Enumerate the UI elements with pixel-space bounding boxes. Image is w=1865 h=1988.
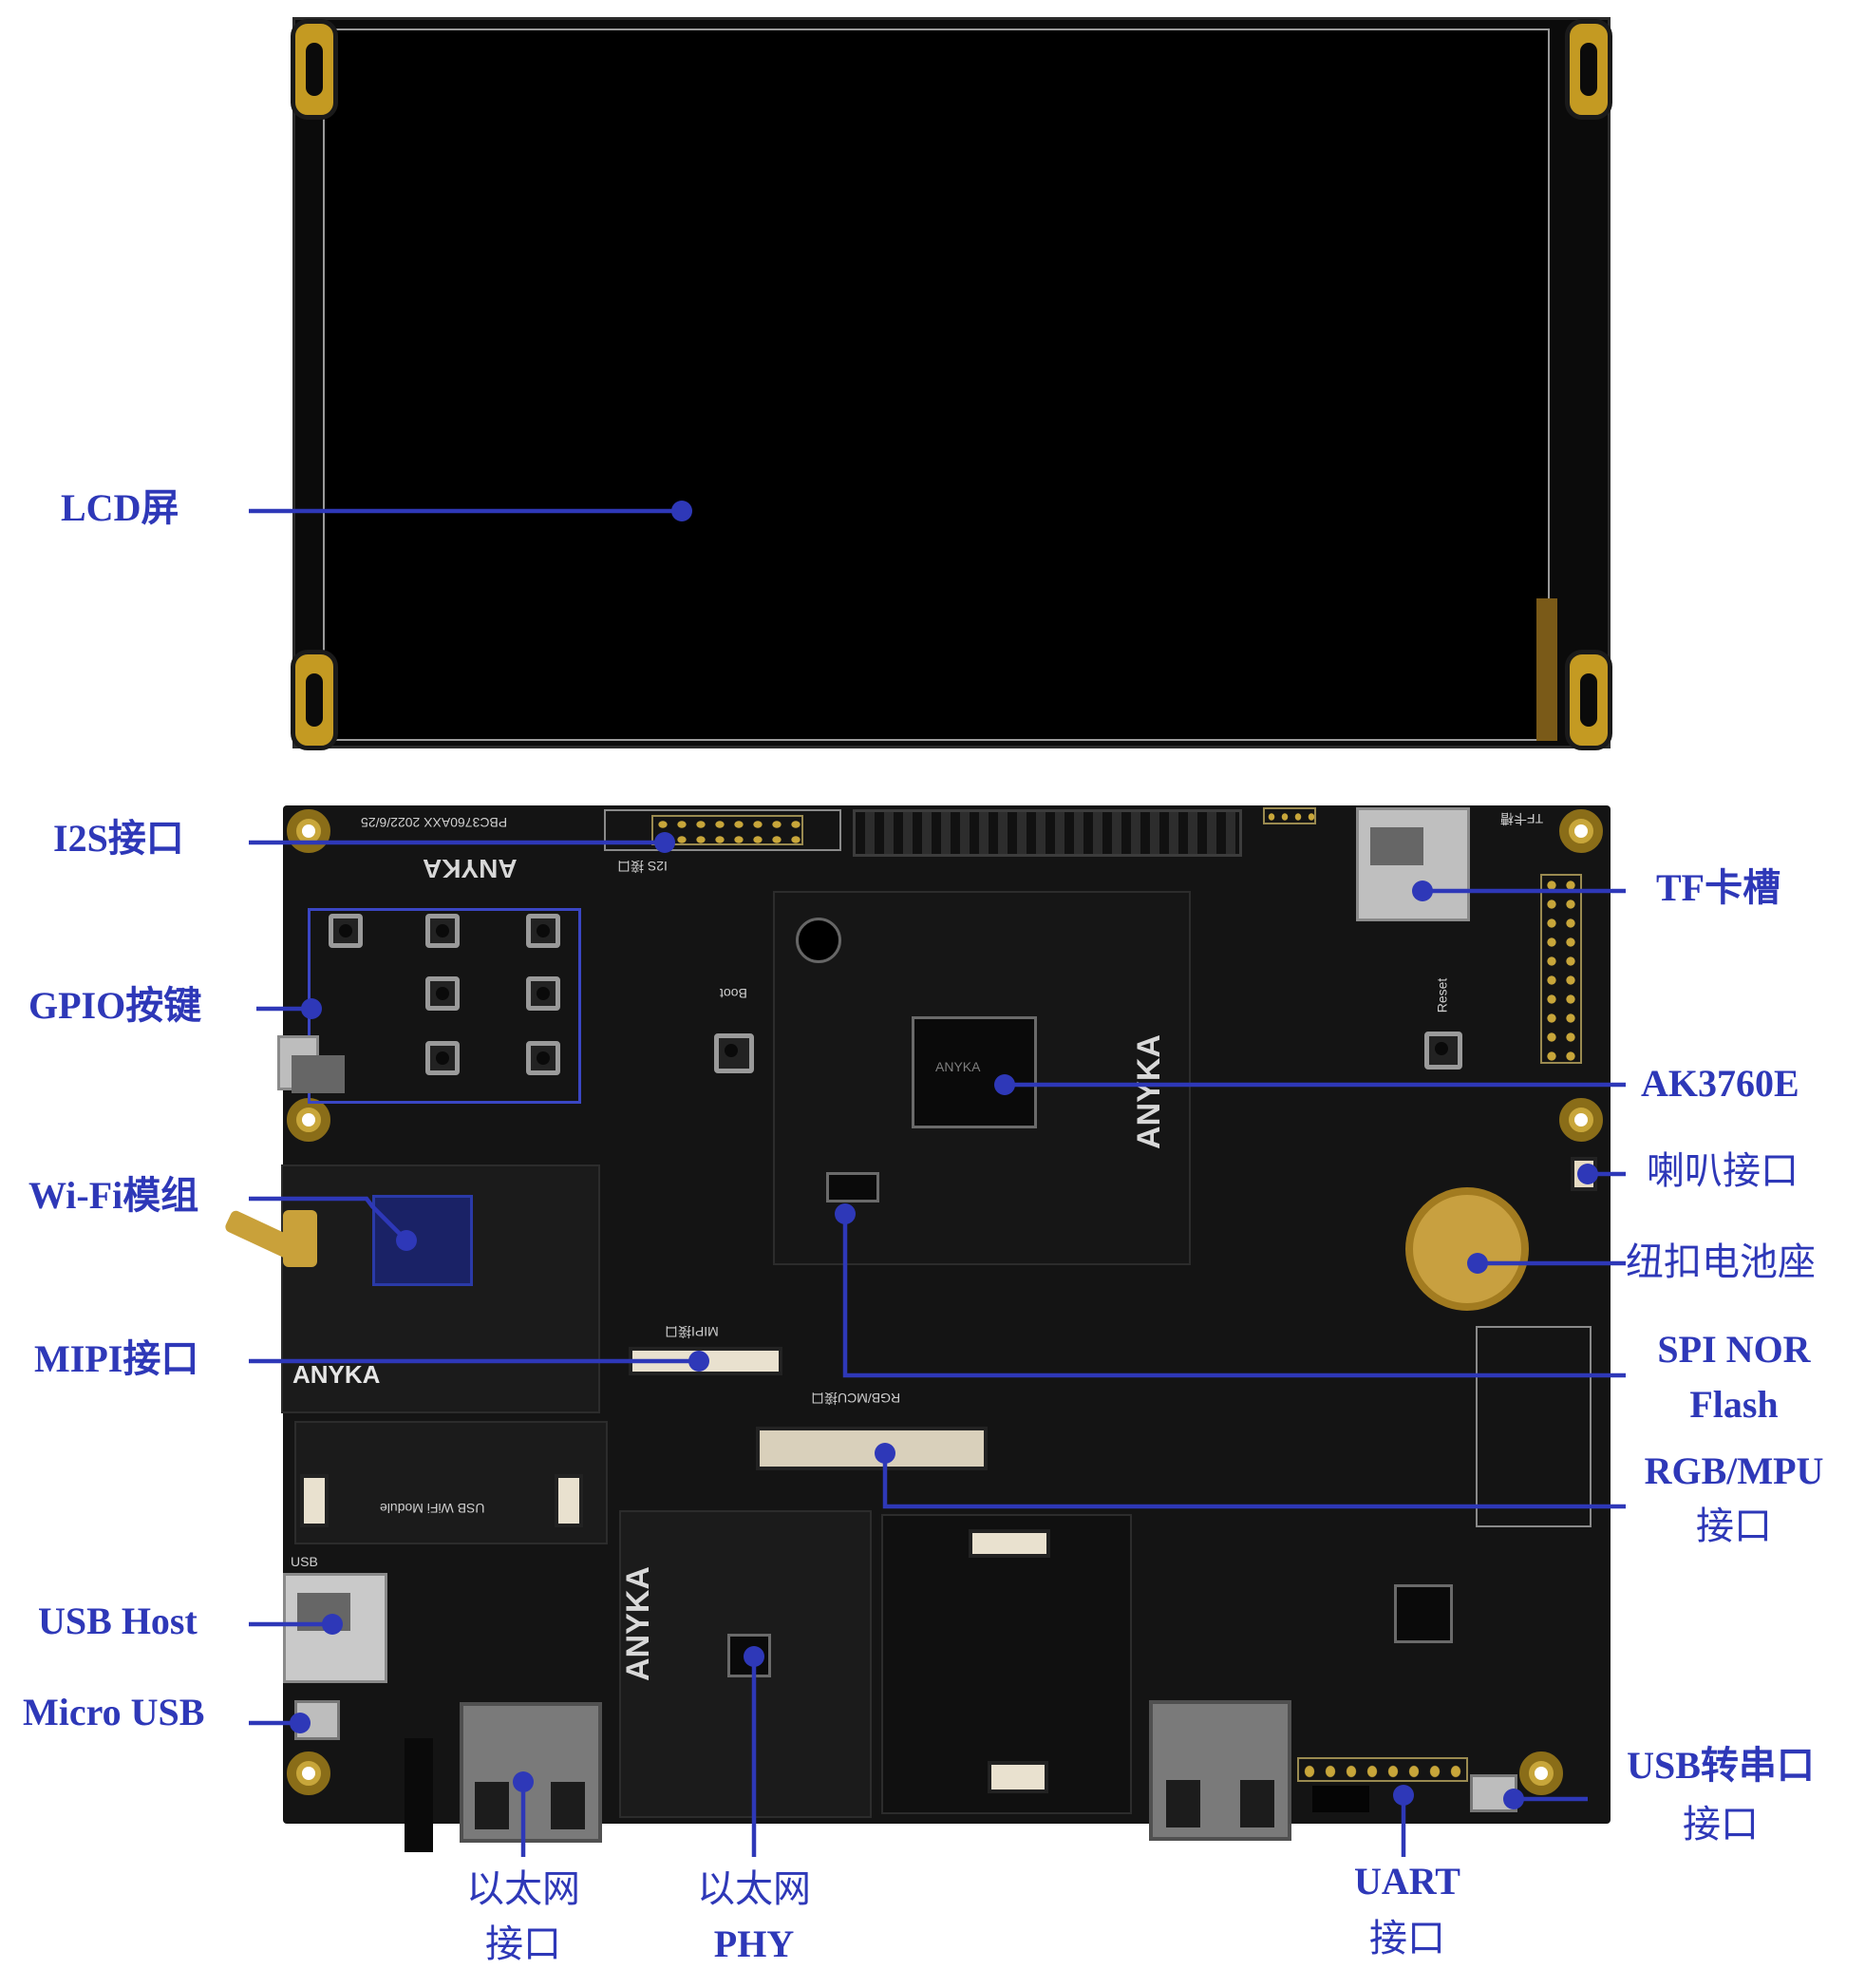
uart-dot [1393, 1785, 1414, 1806]
phy-dot [744, 1646, 764, 1667]
uart-switch [1312, 1786, 1369, 1812]
label-usb-host: USB Host [38, 1600, 198, 1642]
wifi-dot [396, 1230, 417, 1251]
label-lcd: LCD屏 [61, 486, 179, 529]
power-switch[interactable] [277, 1035, 345, 1093]
label-spi-line1: SPI NOR [1657, 1328, 1811, 1371]
battery-dot [1467, 1253, 1488, 1274]
usb-host-dot [322, 1614, 343, 1635]
gpio-button[interactable] [526, 914, 560, 948]
label-mipi: MIPI接口 [34, 1337, 199, 1380]
gpio-button[interactable] [425, 1041, 460, 1075]
lcd-screen [323, 28, 1550, 741]
label-speaker: 喇叭接口 [1647, 1149, 1799, 1192]
wifi-module-chip [372, 1195, 473, 1286]
coin-cell-holder [1405, 1187, 1529, 1311]
i2s-header [651, 815, 803, 845]
rgb-leader [882, 1453, 1626, 1509]
label-rgb-line2: 接口 [1696, 1505, 1772, 1547]
ethernet-dot [513, 1771, 534, 1792]
usb-serial-chip [1394, 1584, 1453, 1643]
chip-marking: ANYKA [935, 1059, 981, 1074]
pin-header-small [1263, 807, 1316, 824]
label-wifi: Wi-Fi模组 [28, 1174, 199, 1217]
label-usb-serial-line2: 接口 [1683, 1803, 1759, 1846]
label-uart-line1: UART [1354, 1860, 1460, 1903]
lcd-mount-tab [1565, 650, 1612, 750]
rj45-port-opening [551, 1782, 585, 1829]
rj45-port-opening [1240, 1780, 1274, 1827]
usb-silkscreen: USB [291, 1554, 318, 1569]
lcd-mount-tab [1565, 19, 1612, 120]
usb-wifi-socket [555, 1474, 583, 1527]
gpio-button[interactable] [329, 914, 363, 948]
label-tf: TF卡槽 [1656, 866, 1781, 909]
tf-card-slot[interactable] [1356, 807, 1470, 921]
wifi-module-board [281, 1164, 600, 1413]
sdio-socket [988, 1761, 1048, 1793]
label-spi-line2: Flash [1689, 1383, 1779, 1426]
gpio-dot [301, 998, 322, 1019]
lcd-mount-tab [291, 19, 338, 120]
buzzer [796, 918, 841, 963]
wifi-leader [249, 1196, 406, 1240]
gpio-button[interactable] [526, 1041, 560, 1075]
right-pin-header [1540, 874, 1582, 1064]
label-ethernet-line2: 接口 [485, 1922, 561, 1965]
label-battery: 纽扣电池座 [1626, 1240, 1816, 1283]
label-ethernet-line1: 以太网 [466, 1867, 580, 1910]
label-micro-usb: Micro USB [23, 1691, 205, 1733]
gpio-button[interactable] [425, 976, 460, 1011]
ak3760e-chip [912, 1016, 1037, 1128]
rgb-dot [875, 1443, 895, 1464]
dc-jack [405, 1738, 433, 1852]
gpio-button[interactable] [526, 976, 560, 1011]
sma-jack [283, 1210, 317, 1267]
label-gpio: GPIO按键 [28, 984, 202, 1027]
tf-dot [1412, 880, 1433, 901]
boot-button[interactable] [714, 1033, 754, 1073]
antenna-keepout [1476, 1326, 1592, 1527]
label-phy-line1: 以太网 [697, 1867, 811, 1910]
mounting-hole [1519, 1751, 1563, 1795]
label-ak3760e: AK3760E [1641, 1062, 1799, 1105]
rgb-mpu-connector [756, 1427, 988, 1470]
label-rgb-line1: RGB/MPU [1644, 1449, 1824, 1492]
lcd-flex-cable [1536, 598, 1557, 741]
expansion-header [853, 809, 1242, 857]
usb-serial-dot [1503, 1789, 1524, 1809]
label-uart-line2: 接口 [1369, 1917, 1445, 1960]
usb-wifi-socket [300, 1474, 329, 1527]
speaker-dot [1577, 1164, 1598, 1184]
label-usb-serial-line1: USB转串口 [1627, 1744, 1815, 1787]
spi-flash-chip [826, 1172, 879, 1202]
sdio-socket [969, 1529, 1050, 1558]
ak-dot [994, 1074, 1015, 1095]
lcd-mount-tab [291, 650, 338, 750]
mounting-hole [1559, 1098, 1603, 1142]
spi-leader [842, 1214, 1626, 1378]
rj45-port-opening [475, 1782, 509, 1829]
mounting-hole [1559, 809, 1603, 853]
i2s-outline [604, 809, 841, 851]
mounting-hole [287, 809, 330, 853]
rj45-port-opening [1166, 1780, 1200, 1827]
micro-usb-dot [290, 1713, 311, 1733]
gpio-button[interactable] [425, 914, 460, 948]
reset-button[interactable] [1424, 1032, 1462, 1070]
mounting-hole [287, 1751, 330, 1795]
uart-header [1297, 1757, 1468, 1782]
i2s-dot [654, 832, 675, 853]
wifi-brand-silkscreen: ANYKA [292, 1360, 381, 1389]
mipi-dot [688, 1351, 709, 1372]
spi-dot [835, 1203, 856, 1224]
label-phy-line2: PHY [713, 1922, 795, 1965]
label-i2s: I2S接口 [53, 817, 184, 860]
lcd-dot [671, 501, 692, 521]
